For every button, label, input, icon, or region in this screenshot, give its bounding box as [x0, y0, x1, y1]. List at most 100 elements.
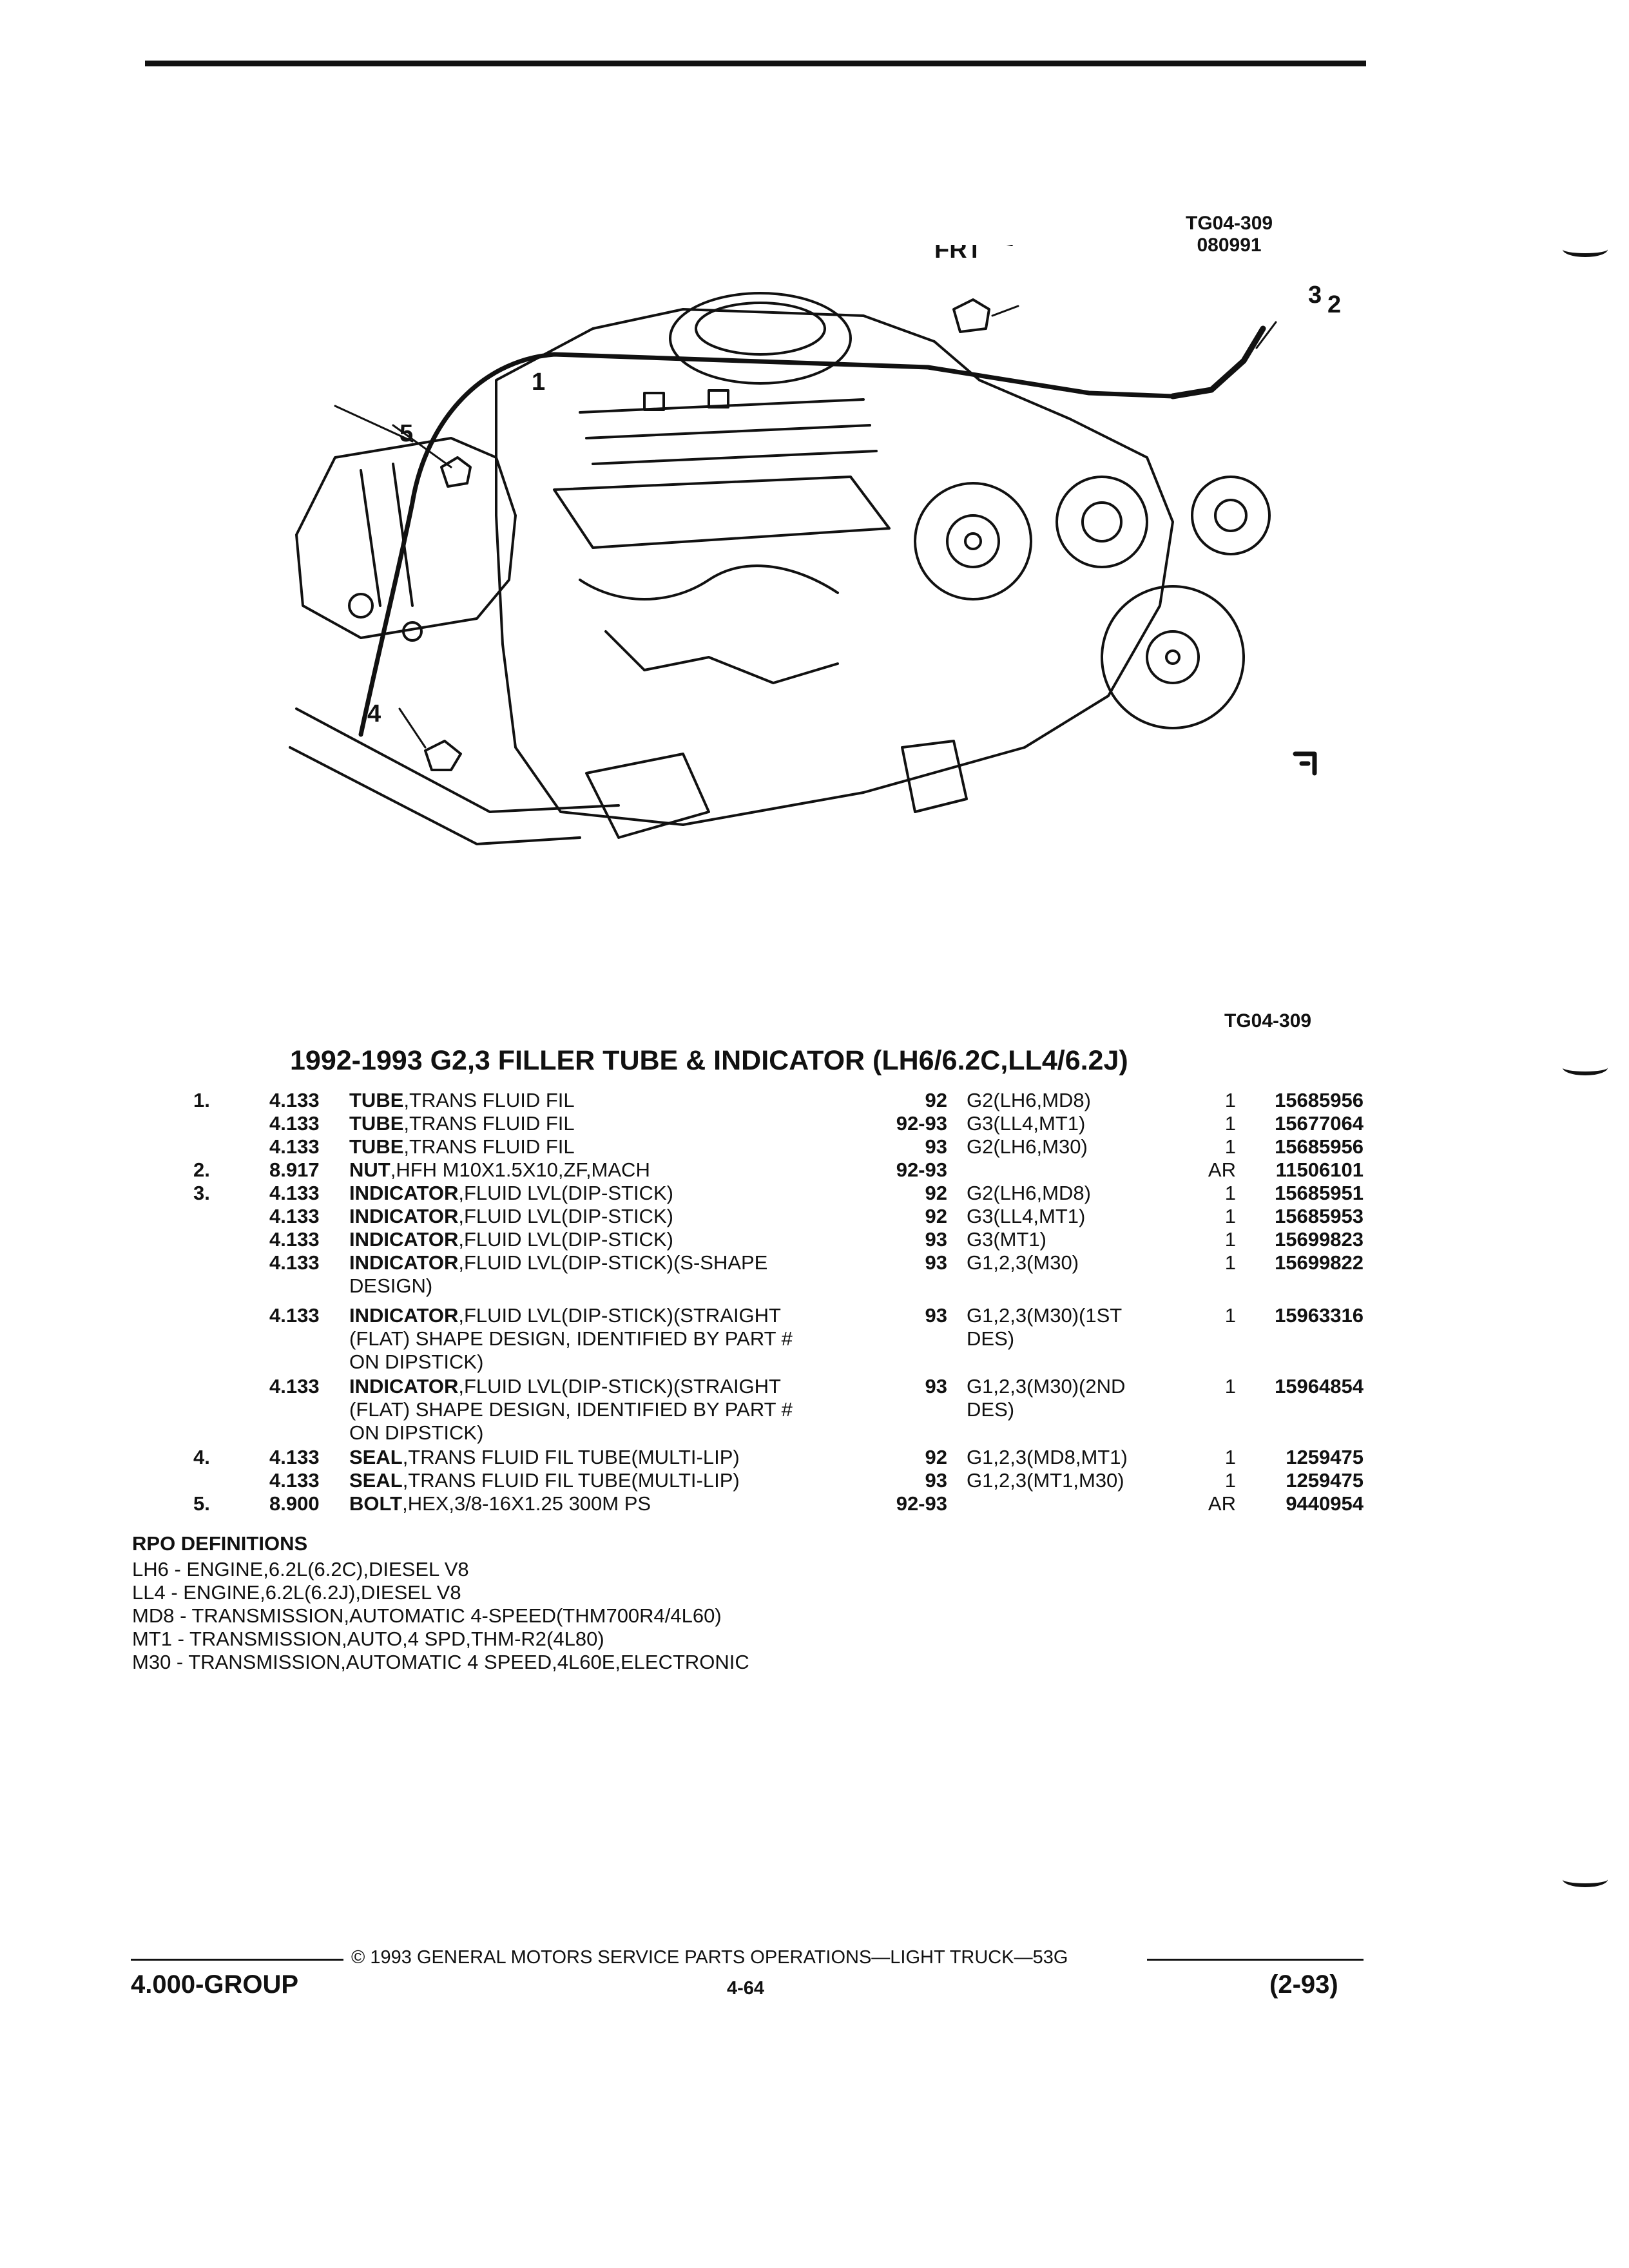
usage: G3(LL4,MT1) — [967, 1205, 1086, 1227]
usage: G2(LH6,M30) — [967, 1135, 1088, 1158]
years: 93 — [925, 1228, 947, 1251]
illustration-code: TG04-309 — [1186, 213, 1273, 234]
group-number: 4.133 — [269, 1375, 320, 1398]
air-cleaner — [669, 292, 852, 385]
quantity: 1 — [1224, 1135, 1236, 1158]
group-number: 4.133 — [269, 1469, 320, 1492]
footer-date: (2-93) — [1269, 1970, 1338, 1999]
group-number: 8.917 — [269, 1158, 320, 1181]
quantity: AR — [1208, 1492, 1236, 1515]
part-name: TUBE — [349, 1112, 404, 1135]
item-number: 2. — [193, 1158, 210, 1181]
part-detail: ,HFH M10X1.5X10,ZF,MACH — [390, 1158, 650, 1181]
years: 92 — [925, 1446, 947, 1468]
quantity: 1 — [1224, 1228, 1236, 1251]
illustration-date-code: 080991 — [1197, 235, 1262, 256]
usage: G3(LL4,MT1) — [967, 1112, 1086, 1135]
filler-tube — [358, 352, 1175, 737]
nut-2 — [952, 298, 990, 333]
years: 93 — [925, 1304, 947, 1327]
item-number: 3. — [193, 1182, 210, 1204]
part-detail: ,FLUID LVL(DIP-STICK)(S-SHAPE — [458, 1251, 768, 1274]
transmission-outline — [295, 437, 517, 639]
callout-4: 4 — [367, 700, 381, 727]
usage-continued: DES) — [967, 1398, 1015, 1421]
part-number: 15964854 — [1275, 1375, 1364, 1398]
footer-rule-right — [1147, 1959, 1364, 1961]
part-description-continued: ON DIPSTICK) — [349, 1350, 484, 1373]
margin-mark — [1563, 1060, 1608, 1075]
group-number: 4.133 — [269, 1135, 320, 1158]
dipstick-handle — [1170, 325, 1266, 399]
part-description: SEAL,TRANS FLUID FIL TUBE(MULTI-LIP) — [349, 1446, 740, 1469]
part-detail: ,TRANS FLUID FIL — [403, 1089, 575, 1111]
quantity: 1 — [1224, 1182, 1236, 1204]
part-name: INDICATOR — [349, 1228, 459, 1251]
part-name: TUBE — [349, 1089, 404, 1111]
part-name: NUT — [349, 1158, 390, 1181]
years: 92 — [925, 1089, 947, 1111]
part-description-continued: ON DIPSTICK) — [349, 1421, 484, 1444]
part-description: NUT,HFH M10X1.5X10,ZF,MACH — [349, 1158, 650, 1182]
quantity: 1 — [1224, 1112, 1236, 1135]
frame-line — [295, 707, 620, 813]
callout-3: 3 — [1308, 282, 1322, 309]
years: 93 — [925, 1375, 947, 1398]
years: 93 — [925, 1469, 947, 1492]
part-number: 15685953 — [1275, 1205, 1364, 1227]
footer-group: 4.000-GROUP — [131, 1970, 299, 1999]
part-detail: ,TRANS FLUID FIL — [403, 1112, 575, 1135]
part-description-continued: (FLAT) SHAPE DESIGN, IDENTIFIED BY PART … — [349, 1398, 793, 1421]
part-description: TUBE,TRANS FLUID FIL — [349, 1112, 575, 1135]
part-name: SEAL — [349, 1469, 403, 1492]
oil-filter — [901, 740, 968, 813]
usage: G1,2,3(M30)(1ST — [967, 1304, 1123, 1327]
quantity: 1 — [1224, 1251, 1236, 1274]
valve-cover — [553, 476, 891, 549]
group-number: 4.133 — [269, 1228, 320, 1251]
item-number: 1. — [193, 1089, 210, 1111]
rpo-definition: MD8 - TRANSMISSION,AUTOMATIC 4-SPEED(THM… — [132, 1604, 722, 1627]
part-detail: ,TRANS FLUID FIL TUBE(MULTI-LIP) — [402, 1469, 740, 1492]
footer-rule-left — [131, 1959, 343, 1961]
part-name: INDICATOR — [349, 1182, 459, 1204]
group-number: 4.133 — [269, 1182, 320, 1204]
callout-5: 5 — [400, 420, 413, 447]
callout-2: 2 — [1327, 291, 1341, 318]
engine-illustration: FRT 1 2 3 4 5 — [289, 245, 1341, 845]
front-arrow-label: FRT — [934, 245, 982, 264]
part-description: BOLT,HEX,3/8-16X1.25 300M PS — [349, 1492, 651, 1515]
footer-copyright: © 1993 GENERAL MOTORS SERVICE PARTS OPER… — [351, 1947, 1068, 1968]
quantity: 1 — [1224, 1089, 1236, 1111]
usage: G1,2,3(M30) — [967, 1251, 1079, 1274]
usage: G3(MT1) — [967, 1228, 1046, 1251]
crank-pulley — [1101, 585, 1245, 729]
years: 92-93 — [896, 1112, 947, 1135]
part-name: TUBE — [349, 1135, 404, 1158]
part-name: INDICATOR — [349, 1375, 459, 1398]
usage: G1,2,3(MD8,MT1) — [967, 1446, 1128, 1468]
usage: G1,2,3(M30)(2ND — [967, 1375, 1126, 1398]
section-title: 1992-1993 G2,3 FILLER TUBE & INDICATOR (… — [290, 1045, 1128, 1076]
quantity: AR — [1208, 1158, 1236, 1181]
part-name: INDICATOR — [349, 1251, 459, 1274]
part-description-continued: DESIGN) — [349, 1274, 433, 1297]
quantity: 1 — [1224, 1304, 1236, 1327]
part-detail: ,FLUID LVL(DIP-STICK) — [458, 1205, 673, 1227]
alternator — [914, 482, 1032, 601]
margin-mark — [1563, 242, 1608, 257]
group-number: 4.133 — [269, 1112, 320, 1135]
group-number: 4.133 — [269, 1205, 320, 1227]
usage-continued: DES) — [967, 1327, 1015, 1350]
part-number: 1259475 — [1286, 1446, 1364, 1468]
years: 93 — [925, 1251, 947, 1274]
rpo-definition: LH6 - ENGINE,6.2L(6.2C),DIESEL V8 — [132, 1558, 469, 1581]
years: 93 — [925, 1135, 947, 1158]
engine-block — [495, 308, 1174, 826]
part-description: INDICATOR,FLUID LVL(DIP-STICK) — [349, 1182, 673, 1205]
rpo-definition: MT1 - TRANSMISSION,AUTO,4 SPD,THM-R2(4L8… — [132, 1628, 604, 1650]
quantity: 1 — [1224, 1205, 1236, 1227]
group-number: 4.133 — [269, 1304, 320, 1327]
part-number: 15685956 — [1275, 1089, 1364, 1111]
bolt-5 — [440, 456, 472, 488]
